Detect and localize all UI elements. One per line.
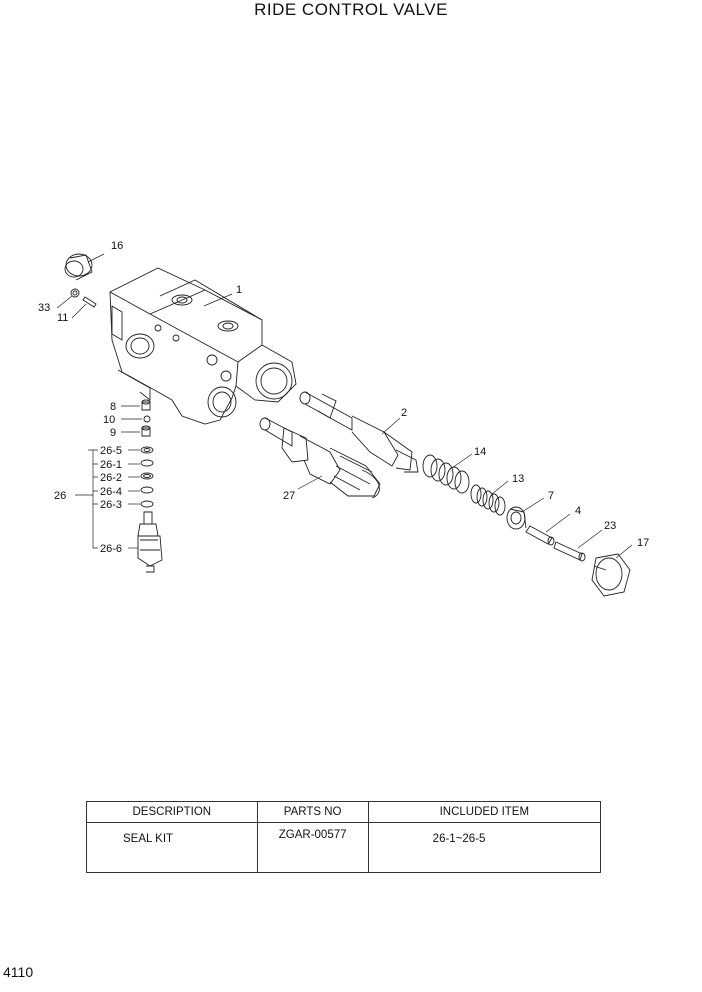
plug-33: [70, 288, 80, 298]
table-header-parts-no: PARTS NO: [256, 801, 369, 823]
seal-kit-26: [140, 446, 154, 508]
seat-9: [141, 425, 151, 437]
callout-33: 33: [38, 302, 50, 314]
table-header-row: DESCRIPTION PARTS NO INCLUDED ITEM: [86, 801, 602, 823]
callout-8: 8: [110, 401, 116, 413]
table-cell-included-item: 26-1~26-5: [367, 822, 602, 873]
spacer-4: [525, 525, 555, 546]
callout-10: 10: [103, 414, 115, 426]
callout-26: 26: [54, 490, 66, 502]
plug-17: [591, 553, 631, 597]
table-row: SEAL KIT ZGAR-00577 26-1~26-5: [86, 822, 602, 873]
table-cell-parts-no: ZGAR-00577: [256, 822, 369, 873]
callout-16: 16: [111, 240, 123, 252]
page-number: 4110: [3, 964, 34, 980]
table-cell-description: SEAL KIT: [86, 822, 258, 873]
callout-11: 11: [57, 312, 68, 324]
valve-assembly-27: [259, 417, 381, 499]
cartridge-26-6: [137, 511, 163, 573]
callout-26-6: 26-6: [100, 543, 122, 555]
callout-7: 7: [548, 490, 554, 502]
callout-2: 2: [401, 407, 407, 419]
callout-23: 23: [604, 520, 616, 532]
callout-14: 14: [474, 446, 486, 458]
callout-26-2: 26-2: [100, 472, 122, 484]
callout-26-1: 26-1: [100, 459, 122, 471]
table-header-description: DESCRIPTION: [86, 801, 258, 823]
spring-seat-7: [506, 506, 527, 530]
callout-9: 9: [110, 427, 116, 439]
callout-26-3: 26-3: [100, 499, 122, 511]
leader-lines: [56, 253, 633, 559]
parts-table: DESCRIPTION PARTS NO INCLUDED ITEM SEAL …: [86, 801, 602, 873]
page-title: RIDE CONTROL VALVE: [254, 0, 448, 19]
table-header-included-item: INCLUDED ITEM: [367, 801, 602, 823]
bolt-23: [553, 541, 586, 562]
callout-13: 13: [512, 473, 524, 485]
valve-body-1: [109, 267, 297, 425]
callout-26-5: 26-5: [100, 445, 122, 457]
callout-labels: 16 1 33 11 2 14 13 7 4 23 17 27 8 10 9 2…: [38, 240, 649, 555]
callout-4: 4: [575, 505, 581, 517]
plug-8: [141, 399, 151, 411]
callout-17: 17: [637, 537, 649, 549]
callout-1: 1: [236, 284, 242, 296]
ball-10: [143, 415, 151, 423]
callout-26-4: 26-4: [100, 486, 122, 498]
plug-cap-16: [64, 253, 93, 281]
spring-13: [470, 484, 506, 516]
spool-2: [299, 391, 419, 473]
pin-11: [82, 296, 97, 308]
callout-27: 27: [283, 490, 295, 502]
